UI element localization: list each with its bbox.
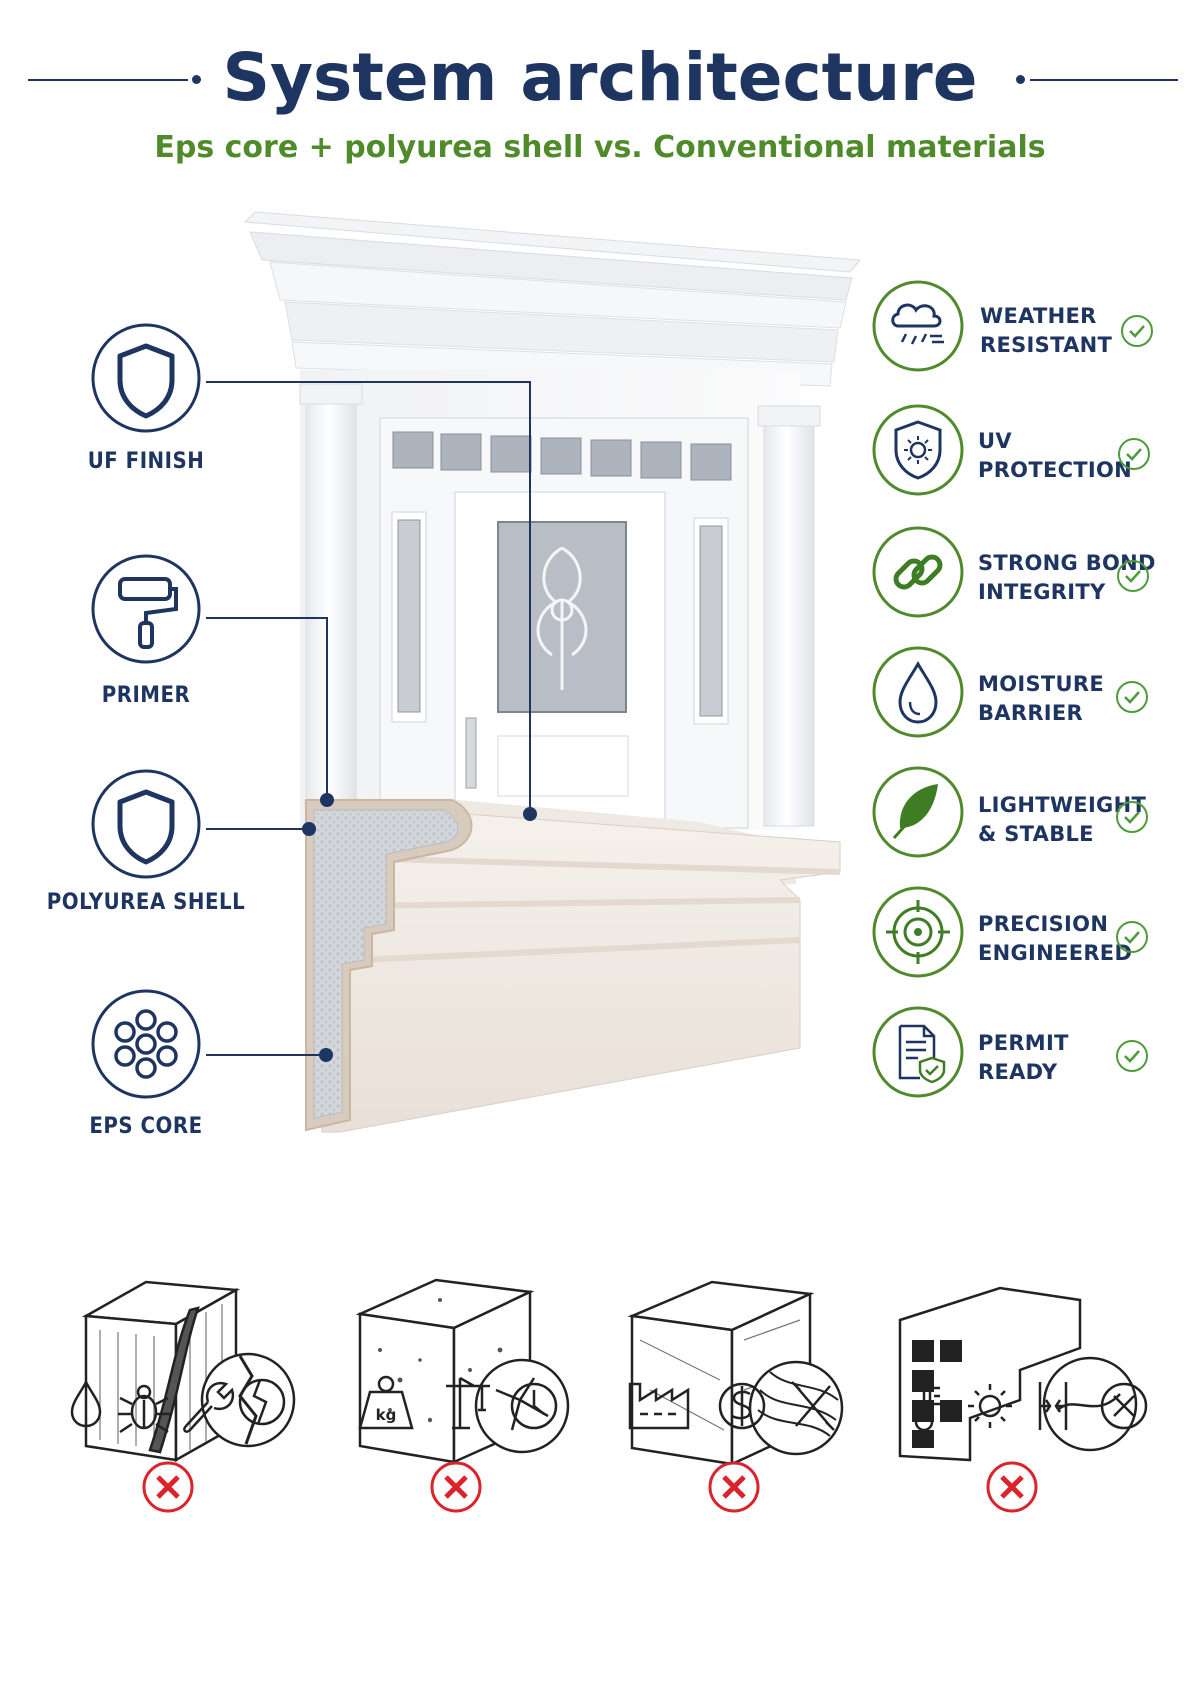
crack-icon <box>238 1378 286 1426</box>
check-icon <box>1118 438 1150 470</box>
cancel-red-icon <box>986 1461 1038 1513</box>
layer-label-uf-finish: UF FINISH <box>87 449 205 474</box>
clock-icon <box>510 1382 558 1430</box>
cancel-red-icon <box>142 1461 194 1513</box>
layer-label-eps-core: EPS CORE <box>89 1114 203 1139</box>
columns-drawing <box>299 383 821 827</box>
cornice-drawing <box>243 211 862 387</box>
check-icon <box>1116 921 1148 953</box>
door-drawing <box>379 417 749 829</box>
title-right-dot <box>1016 75 1025 84</box>
check-icon <box>1121 315 1153 347</box>
leaf-icon <box>872 766 964 858</box>
cancel-icon <box>1100 1382 1148 1430</box>
molding-cross-section <box>304 799 841 1133</box>
weight-kg-text: kg <box>376 1406 397 1424</box>
target-icon <box>872 886 964 978</box>
thermometer-icon <box>914 1374 940 1432</box>
water-drop-icon <box>872 646 964 738</box>
leader-dots <box>302 793 537 1062</box>
cloud-rain-icon <box>872 280 964 372</box>
red-x-badges <box>142 1461 1038 1513</box>
expansion-icon <box>1038 1382 1068 1430</box>
title-left-dot <box>192 75 201 84</box>
layer-label-primer: PRIMER <box>101 683 191 708</box>
weight-kg-icon <box>358 1375 414 1430</box>
chain-link-icon <box>872 526 964 618</box>
shield-icon <box>91 323 201 433</box>
stone-block-drawing <box>627 1280 844 1466</box>
bug-icon <box>118 1384 170 1434</box>
layer-label-polyurea-shell: POLYUREA SHELL <box>46 890 246 915</box>
document-check-icon <box>872 1006 964 1098</box>
crane-icon <box>446 1376 490 1430</box>
sun-shield-icon <box>872 404 964 496</box>
water-drop-icon <box>70 1379 102 1428</box>
materials-comparison: kg <box>70 1278 1148 1513</box>
wood-block-drawing <box>81 1280 296 1463</box>
beads-icon <box>91 989 201 1099</box>
check-icon <box>1116 801 1148 833</box>
tools-icon <box>791 1381 835 1431</box>
check-icon <box>1116 681 1148 713</box>
leader-lines <box>206 381 531 1056</box>
title-right-rule <box>1030 79 1178 81</box>
shield-icon <box>91 769 201 879</box>
title-left-rule <box>28 79 188 81</box>
page-subtitle: Eps core + polyurea shell vs. Convention… <box>154 130 1046 165</box>
page-title: System architecture <box>222 39 978 116</box>
paint-roller-icon <box>91 554 201 664</box>
concrete-block-drawing <box>355 1278 570 1464</box>
factory-icon <box>628 1382 690 1430</box>
check-icon <box>1117 560 1149 592</box>
pvc-profile-drawing <box>898 1286 1138 1462</box>
dollar-icon <box>718 1382 766 1430</box>
sun-icon <box>968 1384 1012 1428</box>
wrench-icon <box>183 1381 235 1433</box>
cancel-red-icon <box>708 1461 760 1513</box>
cancel-red-icon <box>430 1461 482 1513</box>
check-icon <box>1116 1040 1148 1072</box>
